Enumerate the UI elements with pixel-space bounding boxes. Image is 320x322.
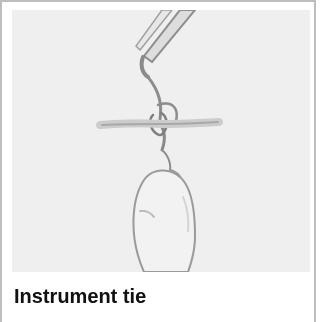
- figure-caption: Instrument tie: [14, 286, 146, 309]
- instrument-tie-illustration: [12, 10, 310, 272]
- wound-line-icon: [100, 122, 219, 125]
- finger-icon: [133, 171, 195, 273]
